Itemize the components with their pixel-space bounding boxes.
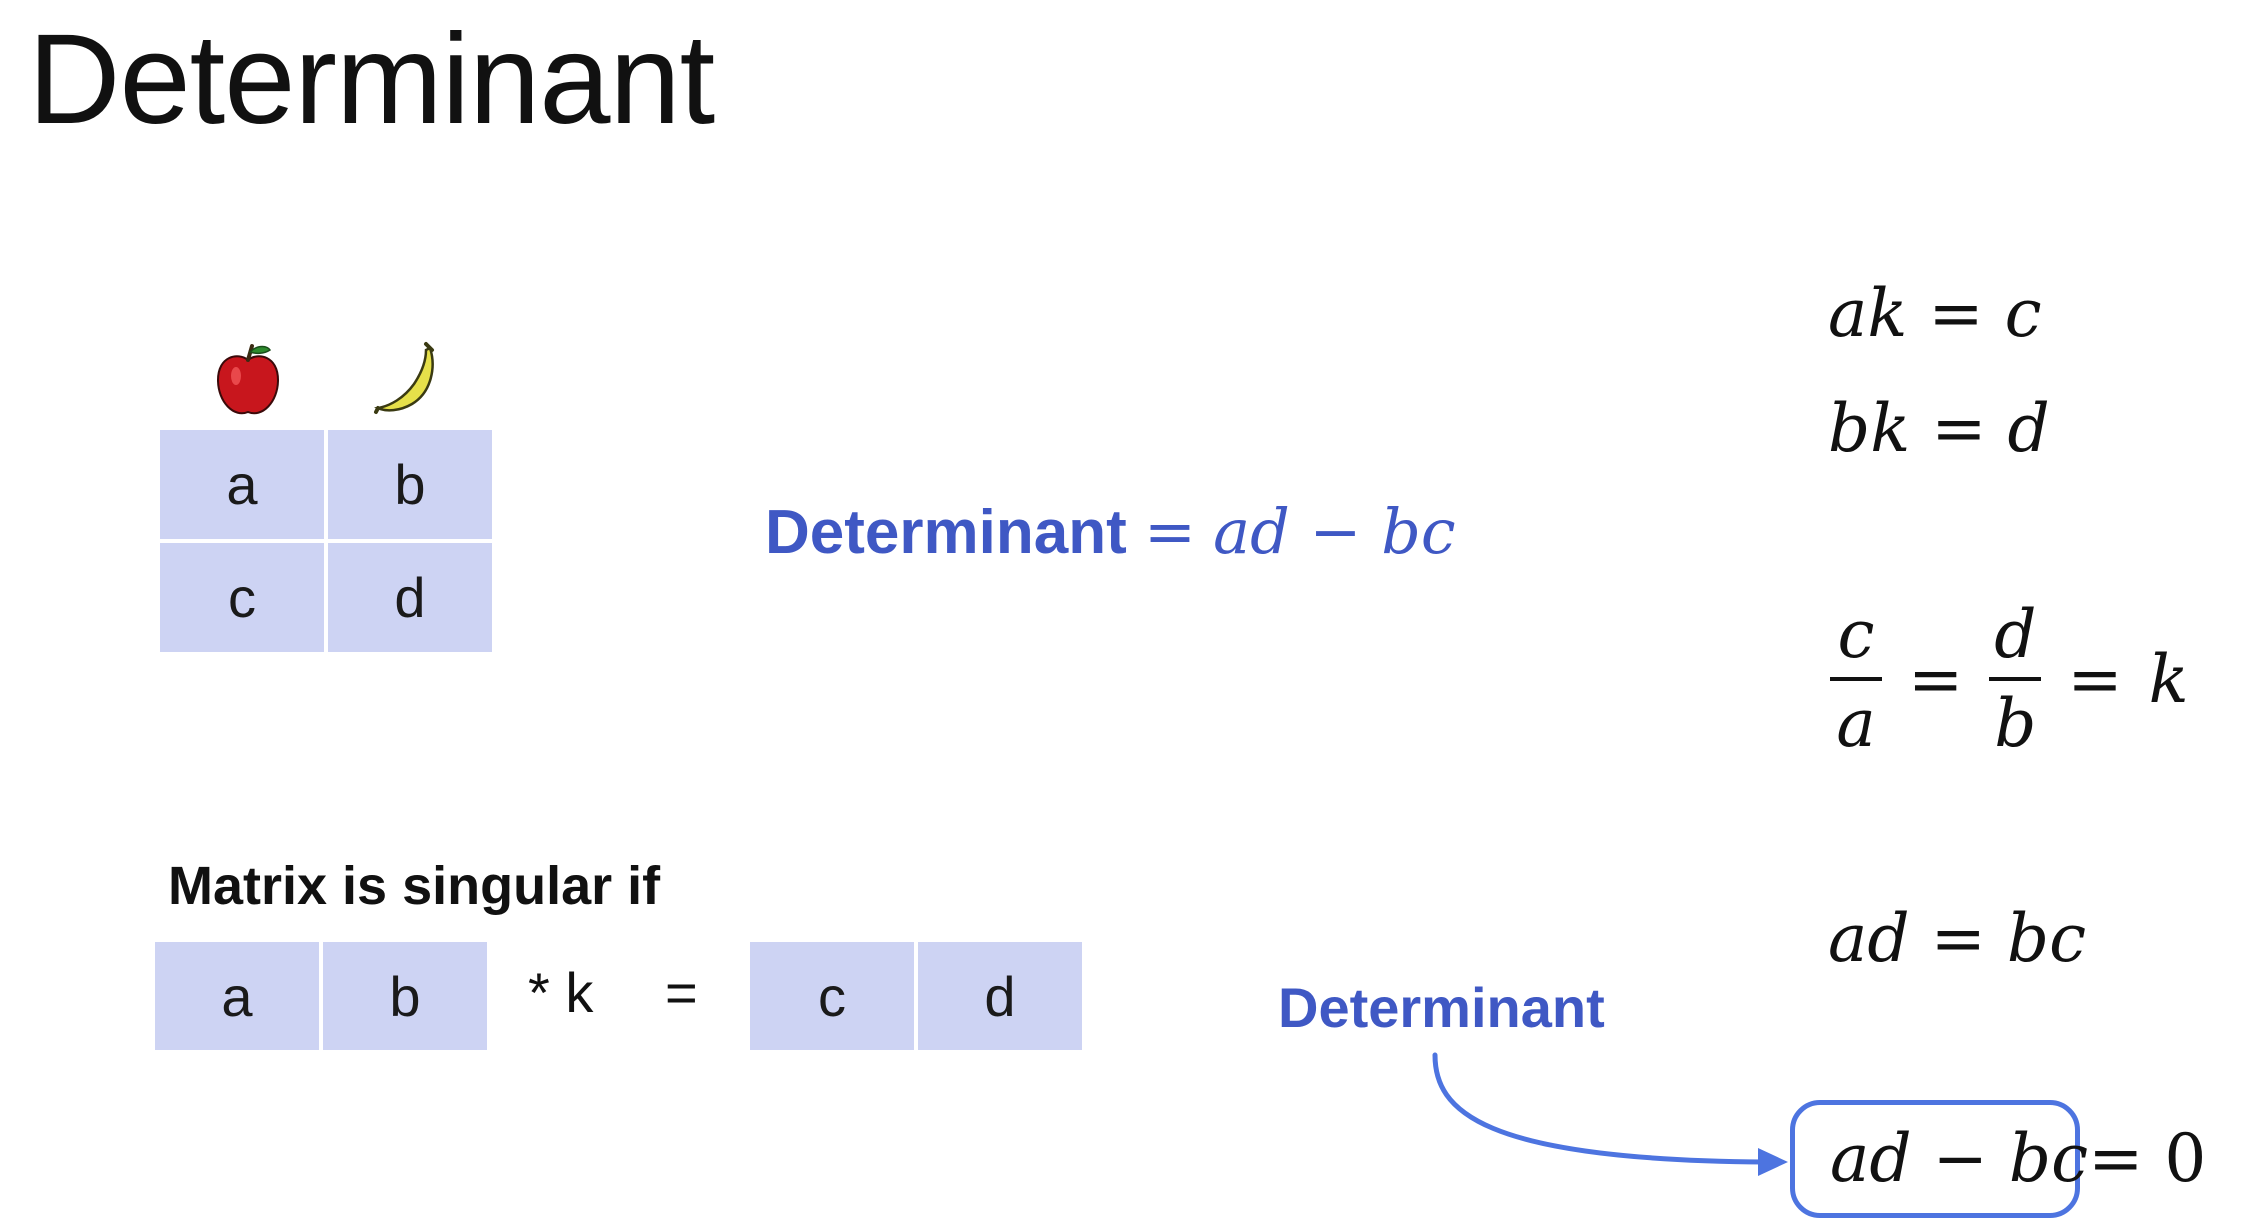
row-cell-b: b	[323, 942, 487, 1050]
singular-left-row: a b	[155, 942, 487, 1050]
boxed-expression: ad − bc	[1830, 1120, 2089, 1197]
matrix-cell-d: d	[328, 543, 492, 652]
equals-zero: = 0	[2088, 1120, 2207, 1197]
fraction-c-over-a: c a	[1830, 600, 1882, 759]
row-equals: =	[665, 961, 698, 1024]
fraction-d-over-b: d b	[1989, 596, 2042, 763]
matrix-grid: a b c d	[160, 430, 492, 652]
ratio-equation: c a = d b = k	[1830, 600, 2189, 759]
equation-text: ak = c	[1828, 275, 2042, 352]
ratio-k: k	[2148, 640, 2189, 718]
formula-expression: ad − bc	[1213, 495, 1456, 568]
page-title: Determinant	[28, 8, 715, 151]
ratio-equals: =	[2067, 640, 2123, 718]
equation-determinant-zero: ad − bc= 0	[1830, 1120, 2206, 1197]
equation-ak-c: ak = c	[1828, 275, 2042, 352]
determinant-annotation: Determinant	[1278, 976, 1605, 1039]
fraction-denominator: a	[1836, 685, 1876, 763]
row-cell-d: d	[918, 942, 1082, 1050]
matrix-cell-b: b	[328, 430, 492, 539]
equation-ad-bc: ad = bc	[1828, 900, 2086, 977]
ratio-equals: =	[1908, 640, 1964, 718]
fraction-bar	[1830, 677, 1882, 682]
determinant-formula: Determinant = ad − bc	[765, 495, 1456, 568]
fraction-bar	[1989, 677, 2042, 682]
matrix-cell-c: c	[160, 543, 324, 652]
banana-icon	[374, 342, 434, 414]
curved-arrow-icon	[1432, 1052, 1788, 1176]
fraction-numerator: c	[1837, 596, 1875, 673]
row-cell-a: a	[155, 942, 319, 1050]
fraction-numerator: d	[1994, 596, 2037, 673]
matrix-cell-a: a	[160, 430, 324, 539]
row-cell-c: c	[750, 942, 914, 1050]
multiplier-k: * k	[528, 961, 594, 1024]
singular-caption: Matrix is singular if	[168, 856, 661, 916]
equation-bk-d: bk = d	[1828, 390, 2050, 467]
determinant-highlight-box	[1790, 1100, 2080, 1218]
equation-text: bk = d	[1828, 390, 2050, 467]
singular-right-row: c d	[750, 942, 1082, 1050]
apple-icon	[216, 344, 280, 415]
formula-equals: =	[1143, 495, 1196, 568]
determinant-word: Determinant	[765, 498, 1127, 567]
fraction-denominator: b	[1994, 685, 2037, 763]
equation-text: ad = bc	[1828, 900, 2087, 977]
